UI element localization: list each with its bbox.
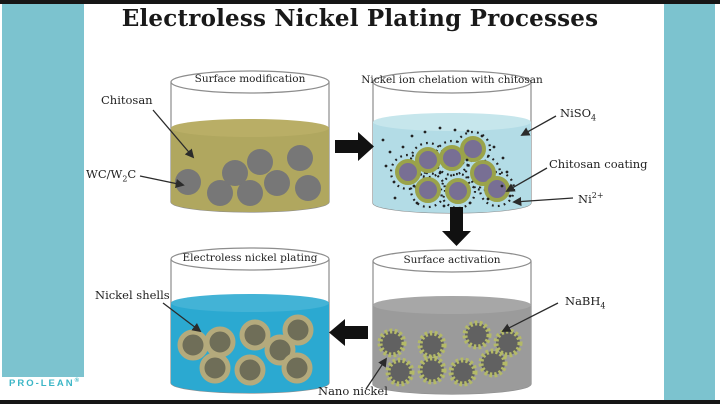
beaker1-rim — [170, 70, 330, 94]
beaker-surface-activation — [372, 249, 532, 395]
chitosan-arrow — [152, 109, 195, 159]
beaker4-stage-label: Electroless nickel plating — [182, 252, 318, 264]
beaker1-liquid-surface — [171, 119, 329, 137]
free-nickel-ion-dots — [381, 126, 512, 208]
beaker-electroless-nickel-plating — [170, 247, 330, 394]
beaker3-stage-label: Surface activation — [403, 254, 501, 266]
beaker1-stage-label: Surface modification — [194, 73, 306, 85]
beaker-surface-modification — [170, 70, 330, 213]
chitosan-coated-particles — [395, 136, 510, 204]
nickel-shells-arrow — [162, 302, 202, 333]
nabh4-label: NaBH4 — [565, 294, 606, 311]
beaker4-rim — [170, 247, 330, 271]
nickel-shell-particles — [177, 314, 314, 386]
nickel-shells-label: Nickel shells — [95, 288, 170, 302]
top-letterbox-bar — [0, 0, 720, 4]
chitosan-label: Chitosan — [101, 93, 153, 107]
pro-lean-logo: PRO-LEAN® — [9, 378, 80, 390]
niso4-arrow — [520, 115, 557, 136]
beaker-nickel-ion-chelation — [372, 70, 532, 214]
wc-particles — [175, 145, 321, 206]
wc-arrow — [139, 175, 185, 188]
chitosan-coating-arrow — [505, 167, 548, 192]
beaker3-liquid-surface — [373, 296, 531, 314]
page-title: Electroless Nickel Plating Processes — [121, 5, 599, 32]
niso4-label: NiSO4 — [560, 106, 597, 123]
bottom-letterbox-bar — [0, 400, 720, 404]
arrow-left-step3-icon — [329, 319, 368, 346]
ni2-label: Ni2+ — [578, 191, 604, 206]
beaker3-rim — [372, 249, 532, 273]
nabh4-arrow — [501, 302, 559, 332]
beaker2-liquid-surface — [373, 113, 531, 131]
arrow-down-step2-icon — [442, 207, 471, 246]
right-accent-bar — [664, 4, 715, 400]
nano-nickel-arrow — [365, 357, 388, 390]
beaker2-rim — [372, 70, 532, 94]
left-accent-bar — [2, 4, 84, 377]
arrow-right-step1-icon — [335, 132, 374, 161]
nano-nickel-label: Nano nickel — [318, 384, 388, 398]
nano-nickel-seed-particles — [377, 320, 523, 387]
chitosan-coating-label: Chitosan coating — [549, 157, 648, 171]
beaker2-stage-label: Nickel ion chelation with chitosan — [361, 74, 543, 86]
wc-label: WC/W2C — [86, 167, 137, 184]
registered-mark: ® — [74, 378, 80, 384]
annotation-arrows — [139, 109, 574, 390]
beaker4-liquid-surface — [171, 294, 329, 312]
ni2-arrow — [512, 196, 574, 207]
